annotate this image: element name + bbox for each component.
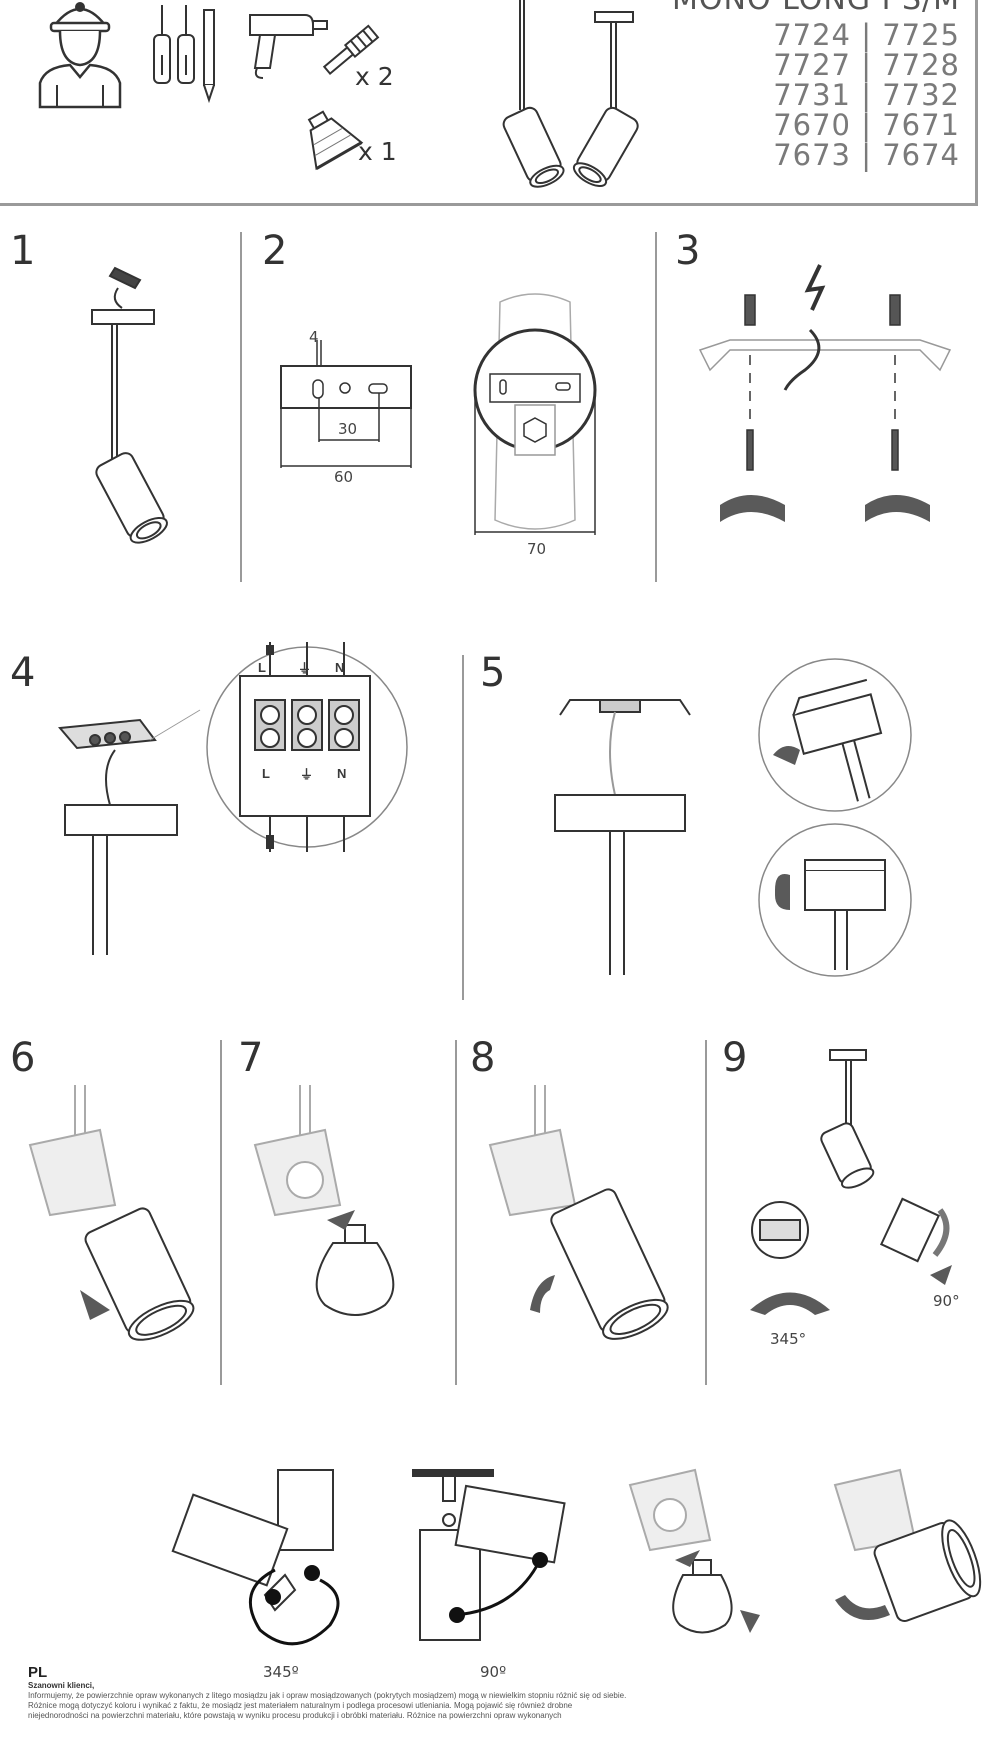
terminal-block-detail [206, 642, 408, 852]
angle-label-tilt: 90° [933, 1292, 960, 1310]
angle-label-bottom-tilt: 90º [480, 1663, 507, 1681]
dimension-spacing: 30 [338, 420, 358, 438]
insert-bulb-icon [253, 1085, 395, 1316]
step-divider [705, 1040, 707, 1385]
footer-paragraph: Informujemy, że powierzchnie opraw wykon… [28, 1691, 627, 1700]
step-number: 9 [722, 1035, 748, 1081]
angle-label-bottom-rotate: 345º [263, 1663, 299, 1681]
header-frame [0, 0, 978, 206]
product-code-line: 7670 | 7671 [773, 108, 960, 142]
terminal-label-live: L [258, 660, 266, 675]
model-title: MONO LONG I S/M [672, 0, 960, 17]
product-code-line: 7724 | 7725 [773, 18, 960, 52]
step-number: 5 [480, 650, 506, 696]
drill-icon [249, 14, 328, 79]
step-number: 4 [10, 650, 36, 696]
canopy-lock-detail-bottom [758, 823, 912, 977]
mounting-plate-dimensions [280, 340, 412, 468]
canopy-lock-detail-top [758, 658, 912, 812]
step-number: 2 [262, 228, 288, 274]
wiring-canopy-icon [58, 709, 201, 955]
language-code: PL [28, 1664, 48, 1681]
footer-paragraph: Różnice mogą dotyczyć koloru i wynikać z… [28, 1701, 573, 1710]
product-codes: 7724 | 7725 7727 | 7728 7731 | 7732 7670… [773, 20, 960, 170]
step-number: 7 [238, 1035, 264, 1081]
adjust-angle-icon [750, 1049, 952, 1315]
tilt-range-icon [412, 1469, 566, 1641]
footer-paragraph: niejednorodności na powierzchni materiał… [28, 1711, 562, 1720]
step-divider [655, 232, 657, 582]
ceiling-mounting-icon [698, 264, 952, 522]
canopy-dimensions [473, 293, 597, 535]
rotation-range-icon [171, 1469, 340, 1646]
step-divider [462, 655, 464, 1000]
terminal-label-earth: ⏚ [300, 767, 314, 782]
step-number: 3 [675, 228, 701, 274]
pendant-lamp-icon [91, 266, 168, 544]
replace-bulb-icon [628, 1468, 760, 1634]
refit-shade-icon [488, 1085, 669, 1340]
angle-label-rotate: 345° [770, 1330, 807, 1348]
product-code-line: 7727 | 7728 [773, 48, 960, 82]
remove-shade-icon [28, 1085, 195, 1341]
step-number: 6 [10, 1035, 36, 1081]
product-preview-icon [502, 0, 639, 188]
step-number: 1 [10, 228, 36, 274]
product-code-line: 7731 | 7732 [773, 78, 960, 112]
terminal-label-neutral: N [335, 660, 345, 675]
screwdrivers-icon [153, 5, 215, 104]
installer-icon [38, 2, 122, 109]
wall-plug-icon [322, 24, 380, 76]
step-divider [220, 1040, 222, 1385]
bulb-quantity: x 1 [358, 137, 397, 166]
screws-quantity: x 2 [355, 62, 394, 91]
step-divider [455, 1040, 457, 1385]
dimension-plate-width: 60 [334, 468, 354, 486]
bulb-gu10-icon [307, 110, 364, 171]
product-code-line: 7673 | 7674 [773, 138, 960, 172]
terminal-label-earth: ⏚ [298, 661, 312, 676]
mounting-canopy-icon [554, 699, 691, 975]
remove-shade-bottom-icon [833, 1468, 982, 1623]
terminal-label-neutral: N [337, 766, 347, 781]
footer-greeting: Szanowni klienci, [28, 1681, 95, 1690]
dimension-diameter: 70 [527, 540, 547, 558]
step-divider [240, 232, 242, 582]
terminal-label-live: L [262, 766, 270, 781]
dimension-hole: 4 [309, 328, 319, 346]
step-number: 8 [470, 1035, 496, 1081]
